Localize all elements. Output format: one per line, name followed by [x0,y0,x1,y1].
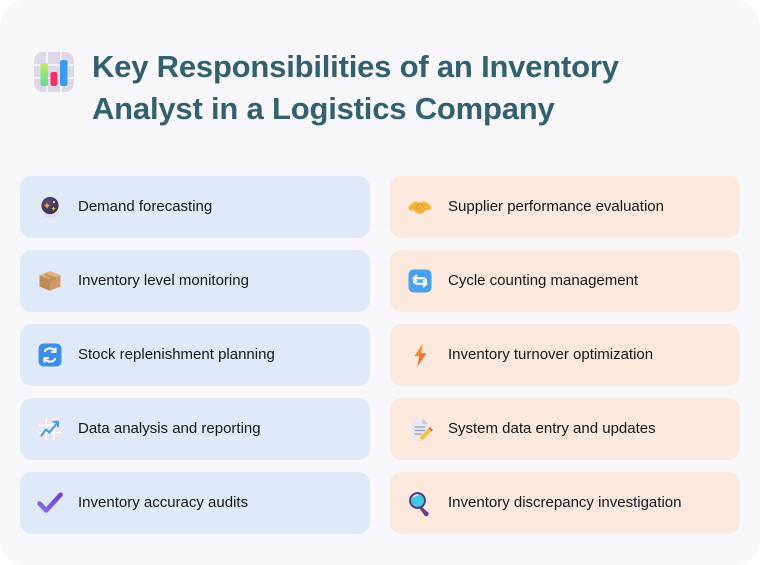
responsibility-card-data-analysis[interactable]: Data analysis and reporting [20,398,370,460]
responsibility-card-system-data-entry[interactable]: System data entry and updates [390,398,740,460]
responsibility-label: Inventory turnover optimization [448,346,654,363]
page-title: Key Responsibilities of an Inventory Ana… [92,49,619,126]
package-box-icon [36,267,64,295]
responsibility-card-stock-replenishment[interactable]: Stock replenishment planning [20,324,370,386]
memo-pencil-icon [406,415,434,443]
bar-chart-icon [32,50,76,94]
responsibility-card-discrepancy-investigation[interactable]: Inventory discrepancy investigation [390,472,740,534]
magnifying-glass-icon [406,489,434,517]
handshake-icon [406,193,434,221]
responsibility-label: Stock replenishment planning [78,346,275,363]
check-mark-icon [36,489,64,517]
responsibility-label: Cycle counting management [448,272,639,289]
responsibility-label: Data analysis and reporting [78,420,261,437]
responsibility-card-demand-forecasting[interactable]: Demand forecasting [20,176,370,238]
repeat-button-icon [406,267,434,295]
responsibility-card-cycle-counting[interactable]: Cycle counting management [390,250,740,312]
header: Key Responsibilities of an Inventory Ana… [32,46,732,130]
chart-increasing-icon [36,415,64,443]
responsibility-card-inventory-level[interactable]: Inventory level monitoring [20,250,370,312]
responsibility-label: Demand forecasting [78,198,213,215]
responsibility-label: System data entry and updates [448,420,656,437]
responsibility-label: Inventory accuracy audits [78,494,249,511]
responsibility-label: Inventory discrepancy investigation [448,494,682,511]
crystal-ball-icon [36,193,64,221]
responsibilities-grid: Demand forecasting Supplier performance … [20,176,740,534]
refresh-arrows-icon [36,341,64,369]
responsibility-card-supplier-performance[interactable]: Supplier performance evaluation [390,176,740,238]
lightning-bolt-icon [406,341,434,369]
responsibility-label: Supplier performance evaluation [448,198,664,215]
responsibility-card-turnover-optimization[interactable]: Inventory turnover optimization [390,324,740,386]
responsibility-card-accuracy-audits[interactable]: Inventory accuracy audits [20,472,370,534]
responsibility-label: Inventory level monitoring [78,272,249,289]
